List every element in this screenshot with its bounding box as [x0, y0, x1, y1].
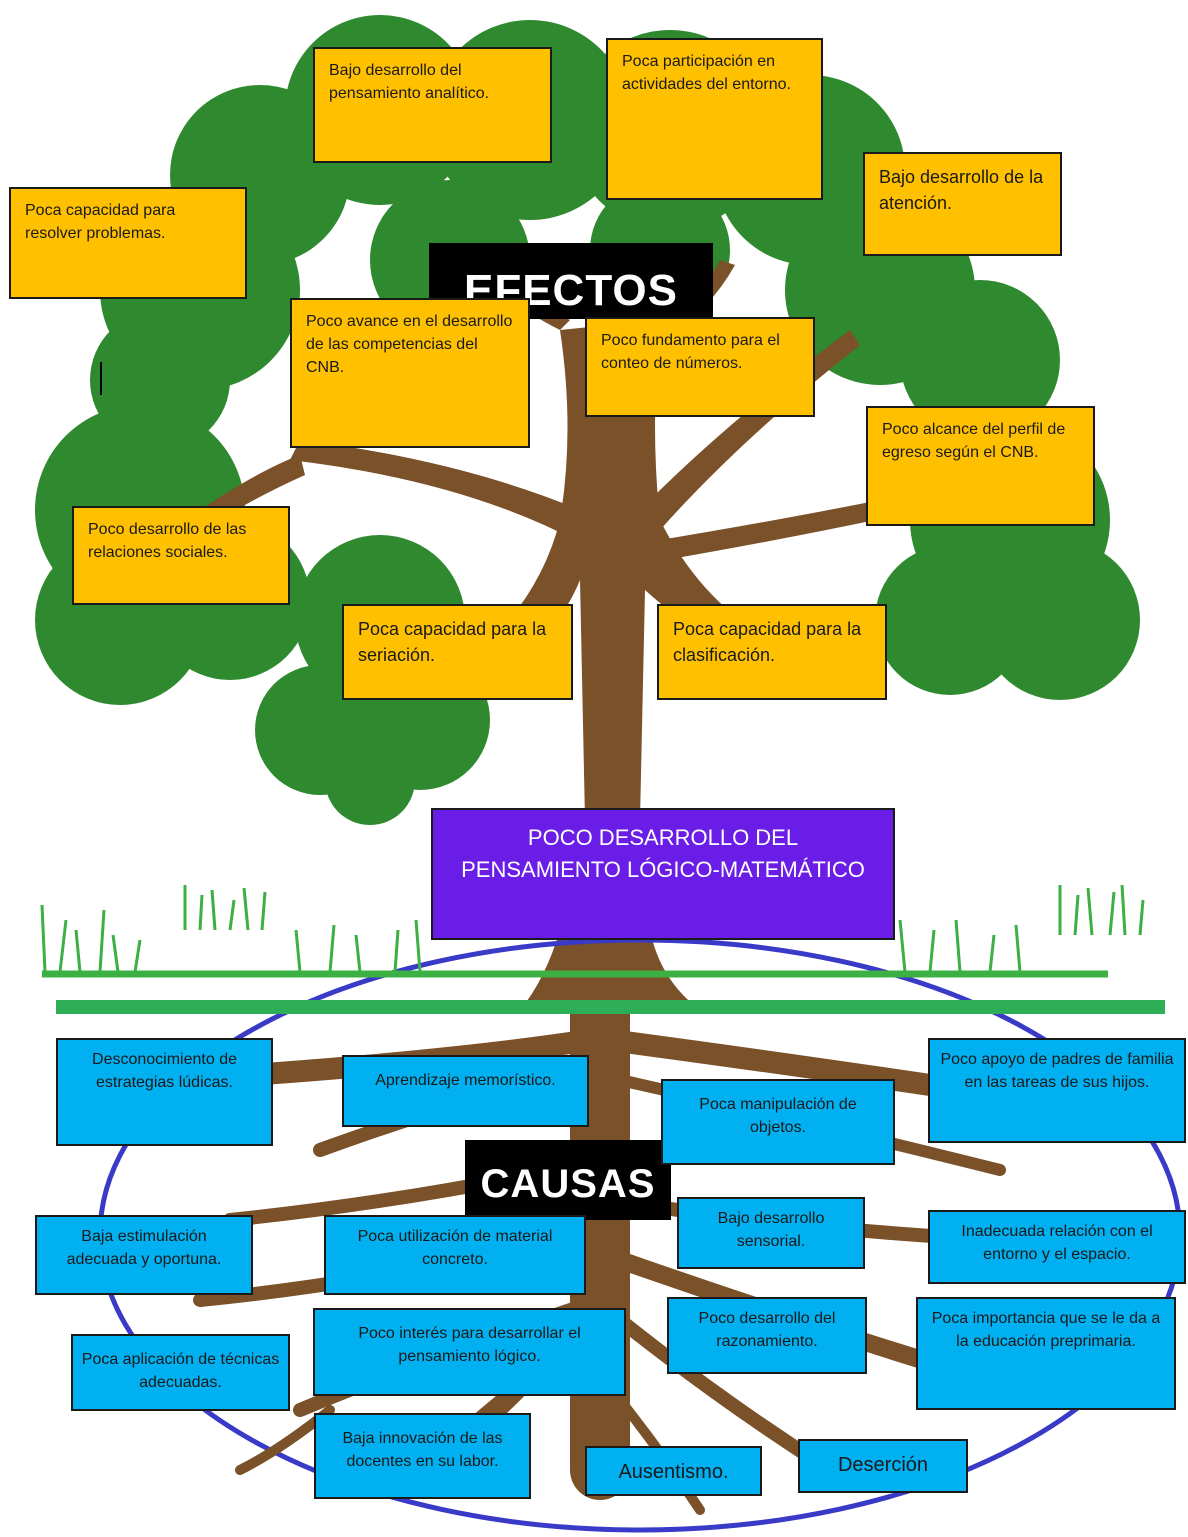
tree-lower-trunk: [520, 930, 700, 1010]
cause-box: Poca aplicación de técnicas adecuadas.: [71, 1334, 290, 1411]
effect-box: Poco desarrollo de las relaciones social…: [72, 506, 290, 605]
effect-box: Poca participación en actividades del en…: [606, 38, 823, 200]
cause-box: Aprendizaje memorístico.: [342, 1055, 589, 1127]
cause-box: Deserción: [798, 1439, 968, 1493]
cause-box: Bajo desarrollo sensorial.: [677, 1197, 865, 1269]
cause-box: Poco apoyo de padres de familia en las t…: [928, 1038, 1186, 1143]
effect-box: Poco fundamento para el conteo de número…: [585, 317, 815, 417]
effect-box: Poco avance en el desarrollo de las comp…: [290, 298, 530, 448]
effect-box: Bajo desarrollo de la atención.: [863, 152, 1062, 256]
effect-box: Poca capacidad para la seriación.: [342, 604, 573, 700]
core-problem-box: POCO DESARROLLO DEL PENSAMIENTO LÓGICO-M…: [431, 808, 895, 940]
cause-box: Baja innovación de las docentes en su la…: [314, 1413, 531, 1499]
cause-box: Poco desarrollo del razonamiento.: [667, 1297, 867, 1374]
cause-box: Poco interés para desarrollar el pensami…: [313, 1308, 626, 1396]
cause-box: Baja estimulación adecuada y oportuna.: [35, 1215, 253, 1295]
core-problem-line2: PENSAMIENTO LÓGICO-MATEMÁTICO: [461, 856, 865, 882]
effect-box: Bajo desarrollo del pensamiento analític…: [313, 47, 552, 163]
cause-box: Desconocimiento de estrategias lúdicas.: [56, 1038, 273, 1146]
core-problem-line1: POCO DESARROLLO DEL: [527, 825, 799, 850]
cause-box: Poca importancia que se le da a la educa…: [916, 1297, 1176, 1410]
effect-box: Poco alcance del perfil de egreso según …: [866, 406, 1095, 526]
effect-box: Poca capacidad para la clasificación.: [657, 604, 887, 700]
causes-title: CAUSAS: [465, 1140, 671, 1220]
cause-box: Poca manipulación de objetos.: [661, 1079, 895, 1165]
cause-box: Poca utilización de material concreto.: [324, 1215, 586, 1295]
cause-box: Ausentismo.: [585, 1446, 762, 1496]
effect-box: Poca capacidad para resolver problemas.: [9, 187, 247, 299]
grass-blades: [40, 884, 1145, 973]
cause-box: Inadecuada relación con el entorno y el …: [928, 1210, 1186, 1284]
